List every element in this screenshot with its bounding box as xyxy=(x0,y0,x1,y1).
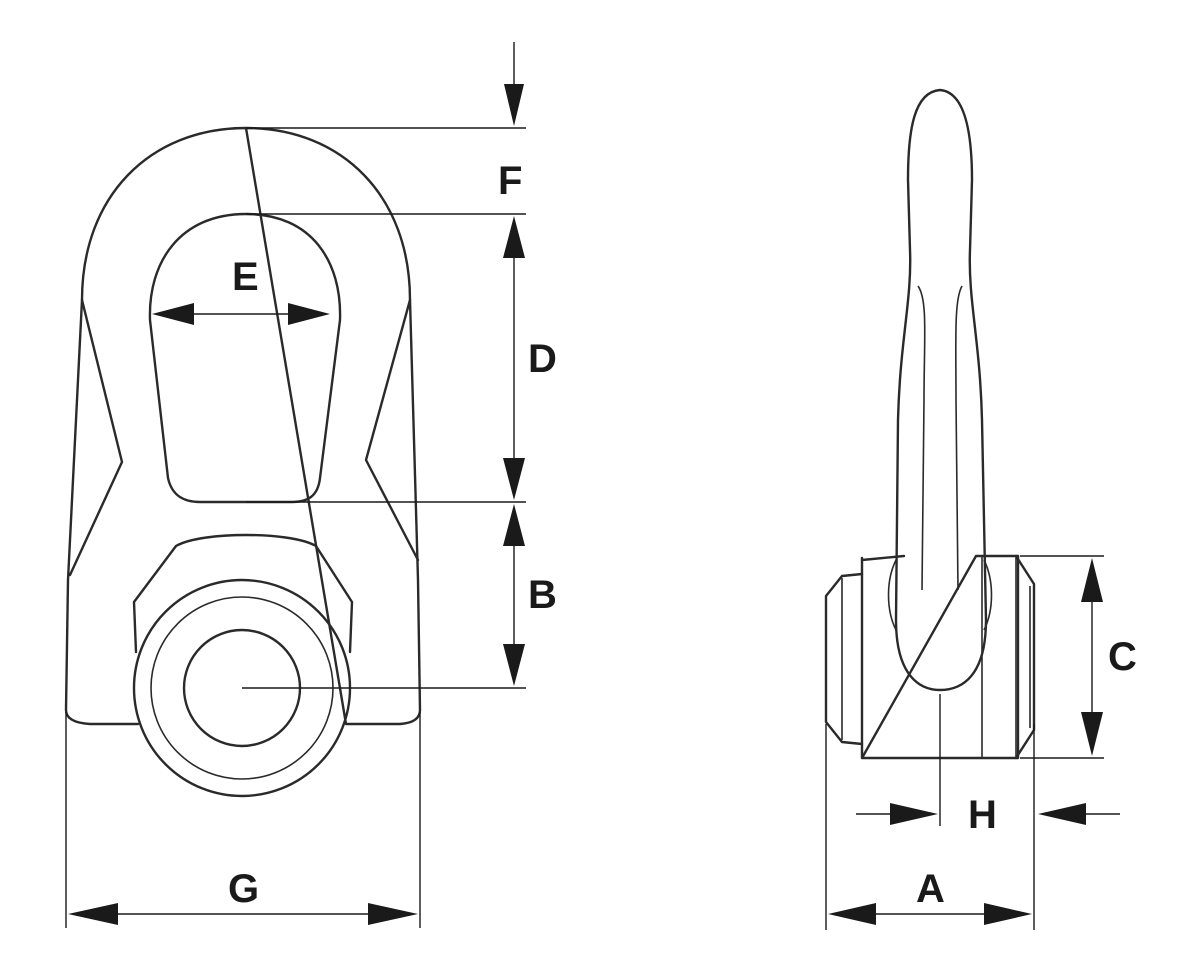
dim-label-B: B xyxy=(528,573,557,617)
dim-label-E: E xyxy=(232,255,259,299)
dim-A-arrow-right xyxy=(984,903,1032,925)
dim-label-D: D xyxy=(528,337,557,381)
front-collar xyxy=(132,533,354,654)
dim-D-arrow-bottom xyxy=(503,458,525,500)
dim-H-arrow-right xyxy=(1038,803,1086,825)
front-right-notch xyxy=(364,298,420,562)
side-bail-outline xyxy=(894,88,988,692)
dim-D-arrow-top xyxy=(503,216,525,258)
dim-B-arrow-top xyxy=(503,504,525,546)
dim-F-arrowhead xyxy=(504,84,524,126)
dim-G-arrow-right xyxy=(368,903,418,925)
side-right-collar xyxy=(1014,554,1036,760)
front-view: F E D B G xyxy=(64,42,557,928)
dim-C-arrow-bottom xyxy=(1081,712,1103,756)
front-left-notch xyxy=(68,298,124,577)
dim-G-arrow-left xyxy=(68,903,118,925)
dim-H-arrow-left xyxy=(890,803,938,825)
dim-label-A: A xyxy=(916,867,945,911)
side-bail-side-lobe-left xyxy=(887,559,897,631)
side-left-washer xyxy=(824,572,864,746)
dim-E-arrow-left xyxy=(152,303,194,325)
side-bail-inner-left xyxy=(917,285,926,591)
dim-B-arrow-bottom xyxy=(503,644,525,686)
dim-C-arrow-top xyxy=(1081,558,1103,602)
dim-label-C: C xyxy=(1108,635,1137,679)
dim-label-F: F xyxy=(498,159,522,203)
dim-label-G: G xyxy=(228,867,259,911)
dim-A-arrow-left xyxy=(828,903,876,925)
side-bail-inner-right xyxy=(954,285,963,591)
side-view: C H A xyxy=(824,88,1137,930)
dim-E-arrow-right xyxy=(288,303,330,325)
side-bail-side-lobe-right xyxy=(983,559,993,631)
front-body-outline xyxy=(64,126,422,726)
dim-label-H: H xyxy=(968,793,997,837)
